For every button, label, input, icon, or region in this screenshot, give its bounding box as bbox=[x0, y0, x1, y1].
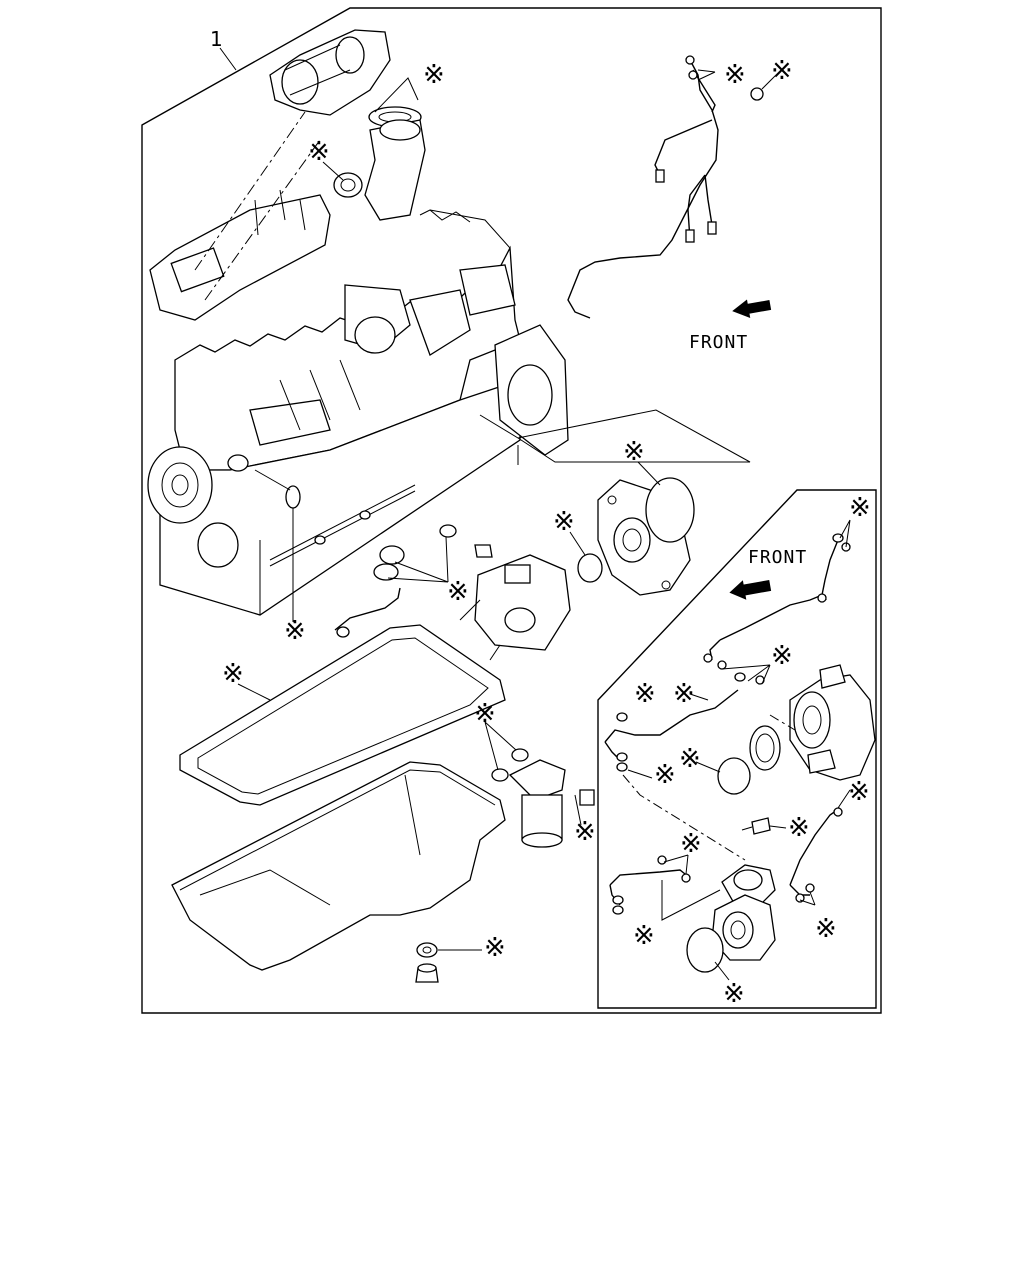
callout-marker: ※ bbox=[673, 679, 695, 709]
callout-marker: ※ bbox=[574, 817, 596, 847]
compressor-coolant-pipe-left bbox=[609, 854, 721, 921]
drain-plug bbox=[415, 963, 439, 983]
banjo-nut-top-right bbox=[750, 75, 776, 101]
front-arrow-inset-icon bbox=[729, 580, 772, 600]
front-label-main: FRONT bbox=[689, 332, 748, 353]
banjo-bolt bbox=[474, 544, 493, 558]
front-direction-indicator-inset: FRONT bbox=[729, 547, 807, 600]
kit-boundary-frame bbox=[141, 7, 882, 1014]
pump-oring bbox=[577, 553, 603, 583]
callout-marker: ※ bbox=[680, 829, 702, 859]
callout-marker: ※ bbox=[788, 813, 810, 843]
inset-alignment-lines bbox=[622, 714, 796, 861]
callout-marker: ※ bbox=[815, 914, 837, 944]
callout-marker: ※ bbox=[848, 777, 870, 807]
intake-elbow-pipe bbox=[364, 119, 426, 221]
pump-seal-set bbox=[373, 524, 457, 583]
callout-marker: ※ bbox=[484, 933, 506, 963]
alignment-leaders-upper bbox=[194, 77, 419, 301]
front-label-inset: FRONT bbox=[748, 547, 807, 568]
turbo-fittings bbox=[717, 660, 771, 685]
callout-marker: ※ bbox=[447, 577, 469, 607]
callout-marker: ※ bbox=[633, 921, 655, 951]
dipstick-grommet bbox=[359, 510, 371, 520]
intake-manifold bbox=[149, 189, 331, 321]
item-number-label: 1 bbox=[210, 27, 223, 51]
turbo-oil-return-pipe bbox=[604, 689, 739, 772]
turbo-gasket-ring bbox=[717, 757, 751, 795]
cover-gasket-ring bbox=[645, 477, 695, 543]
callout-marker: ※ bbox=[723, 979, 745, 1009]
oil-feed-pipe bbox=[334, 587, 401, 638]
callout-marker: ※ bbox=[553, 507, 575, 537]
compressor-fitting-top bbox=[741, 817, 771, 835]
callout-marker: ※ bbox=[771, 56, 793, 86]
injector-fuel-lines bbox=[567, 55, 719, 319]
head-mounted-components bbox=[249, 264, 516, 446]
turbo-v-band-clamp bbox=[749, 725, 781, 771]
callout-marker: ※ bbox=[474, 699, 496, 729]
callout-markers: ※ ※ ※ ※ ※ ※ ※ ※ ※ ※ ※ ※ ※ ※ ※ ※ ※ ※ ※ ※ … bbox=[222, 56, 871, 1009]
oil-pan-gasket bbox=[179, 624, 506, 806]
turbocharger bbox=[789, 664, 876, 781]
fuel-filter-seals bbox=[484, 721, 529, 782]
callout-marker: ※ bbox=[623, 437, 645, 467]
front-arrow-icon bbox=[732, 299, 772, 318]
front-direction-indicator: FRONT bbox=[689, 299, 772, 353]
callout-marker: ※ bbox=[222, 659, 244, 689]
inset-frame bbox=[597, 489, 877, 1009]
callout-marker: ※ bbox=[679, 744, 701, 774]
dipstick-tube bbox=[269, 484, 416, 567]
compressor-coolant-pipe-right bbox=[789, 789, 851, 906]
drain-plug-washer bbox=[416, 942, 438, 958]
callout-marker: ※ bbox=[654, 760, 676, 790]
injection-pump bbox=[459, 554, 571, 661]
fuel-filter-fitting bbox=[574, 789, 595, 826]
fuel-filter bbox=[508, 759, 566, 848]
callout-marker: ※ bbox=[849, 493, 871, 523]
oil-pan bbox=[171, 761, 506, 971]
callout-marker: ※ bbox=[634, 679, 656, 709]
egr-valve-assembly bbox=[269, 29, 391, 116]
callout-marker: ※ bbox=[423, 60, 445, 90]
callout-marker: ※ bbox=[724, 60, 746, 90]
dipstick-grommet-lower bbox=[314, 535, 326, 545]
block-to-oring-line bbox=[254, 469, 291, 491]
callout-marker: ※ bbox=[771, 641, 793, 671]
projection-lines bbox=[479, 409, 751, 465]
air-compressor bbox=[711, 864, 776, 961]
item-number-leader bbox=[219, 47, 237, 71]
callout-marker: ※ bbox=[284, 616, 306, 646]
compressor-gasket-ring bbox=[686, 927, 724, 973]
elbow-gasket bbox=[333, 172, 363, 198]
callout-marker: ※ bbox=[308, 137, 330, 167]
turbo-oil-feed-pipe bbox=[703, 519, 851, 663]
flywheel-housing-plate bbox=[494, 324, 569, 456]
